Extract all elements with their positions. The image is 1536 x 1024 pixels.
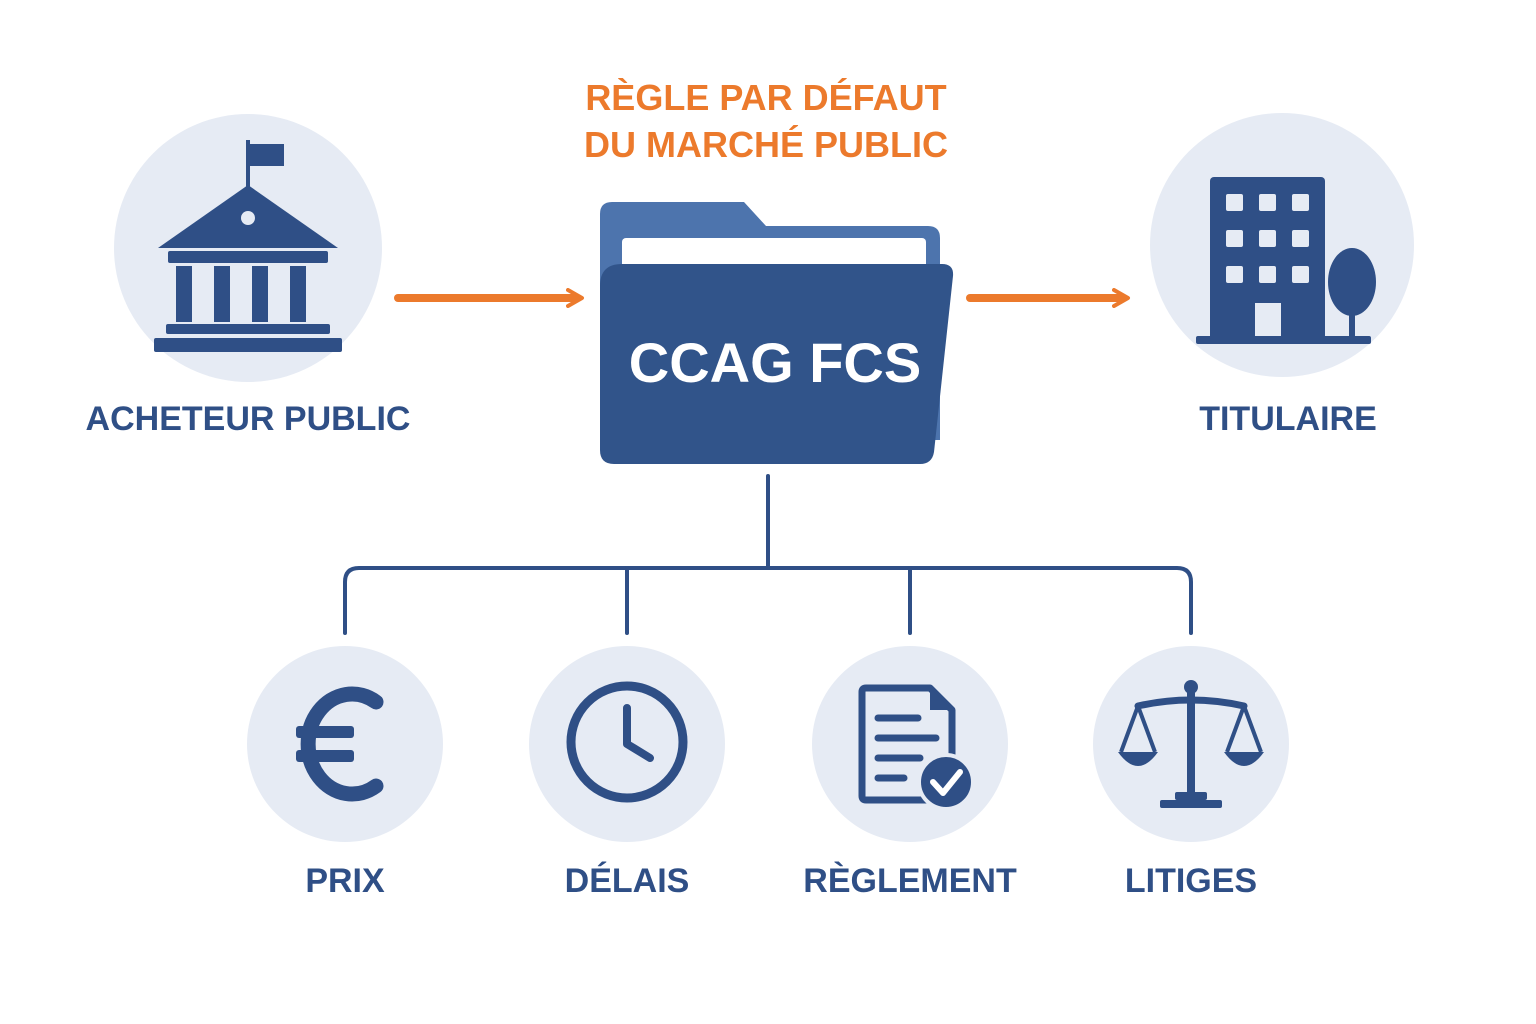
public-buyer-label: ACHETEUR PUBLIC [86,400,411,438]
topic-deadlines-label: DÉLAIS [565,862,690,900]
public-building-icon [154,140,342,352]
euro-icon [296,686,384,802]
topic-settlement: RÈGLEMENT [803,646,1017,900]
topic-price-label: PRIX [305,862,385,900]
topic-disputes: LITIGES [1093,646,1289,900]
topic-disputes-label: LITIGES [1125,862,1257,900]
folder-label: CCAG FCS [629,331,921,394]
office-building-icon [1196,177,1376,344]
price-icon-circle [247,646,443,842]
actor-contract-holder: TITULAIRE [1150,113,1414,438]
topic-deadlines: DÉLAIS [529,646,725,900]
topic-settlement-label: RÈGLEMENT [803,862,1017,900]
ccag-fcs-folder: CCAG FCS [600,202,954,464]
title-line-1: RÈGLE PAR DÉFAUT [585,77,946,118]
topic-price: PRIX [247,646,443,900]
settlement-icon-circle [812,646,1008,842]
holder-label: TITULAIRE [1199,400,1377,438]
diagram-title: RÈGLE PAR DÉFAUT DU MARCHÉ PUBLIC [584,77,948,165]
actor-public-buyer: ACHETEUR PUBLIC [86,114,411,438]
clock-icon [566,681,688,803]
scales-icon [1118,680,1264,808]
connector-tree [343,474,1193,635]
folder-icon [600,202,954,464]
document-check-icon [858,684,975,811]
title-line-2: DU MARCHÉ PUBLIC [584,124,948,165]
